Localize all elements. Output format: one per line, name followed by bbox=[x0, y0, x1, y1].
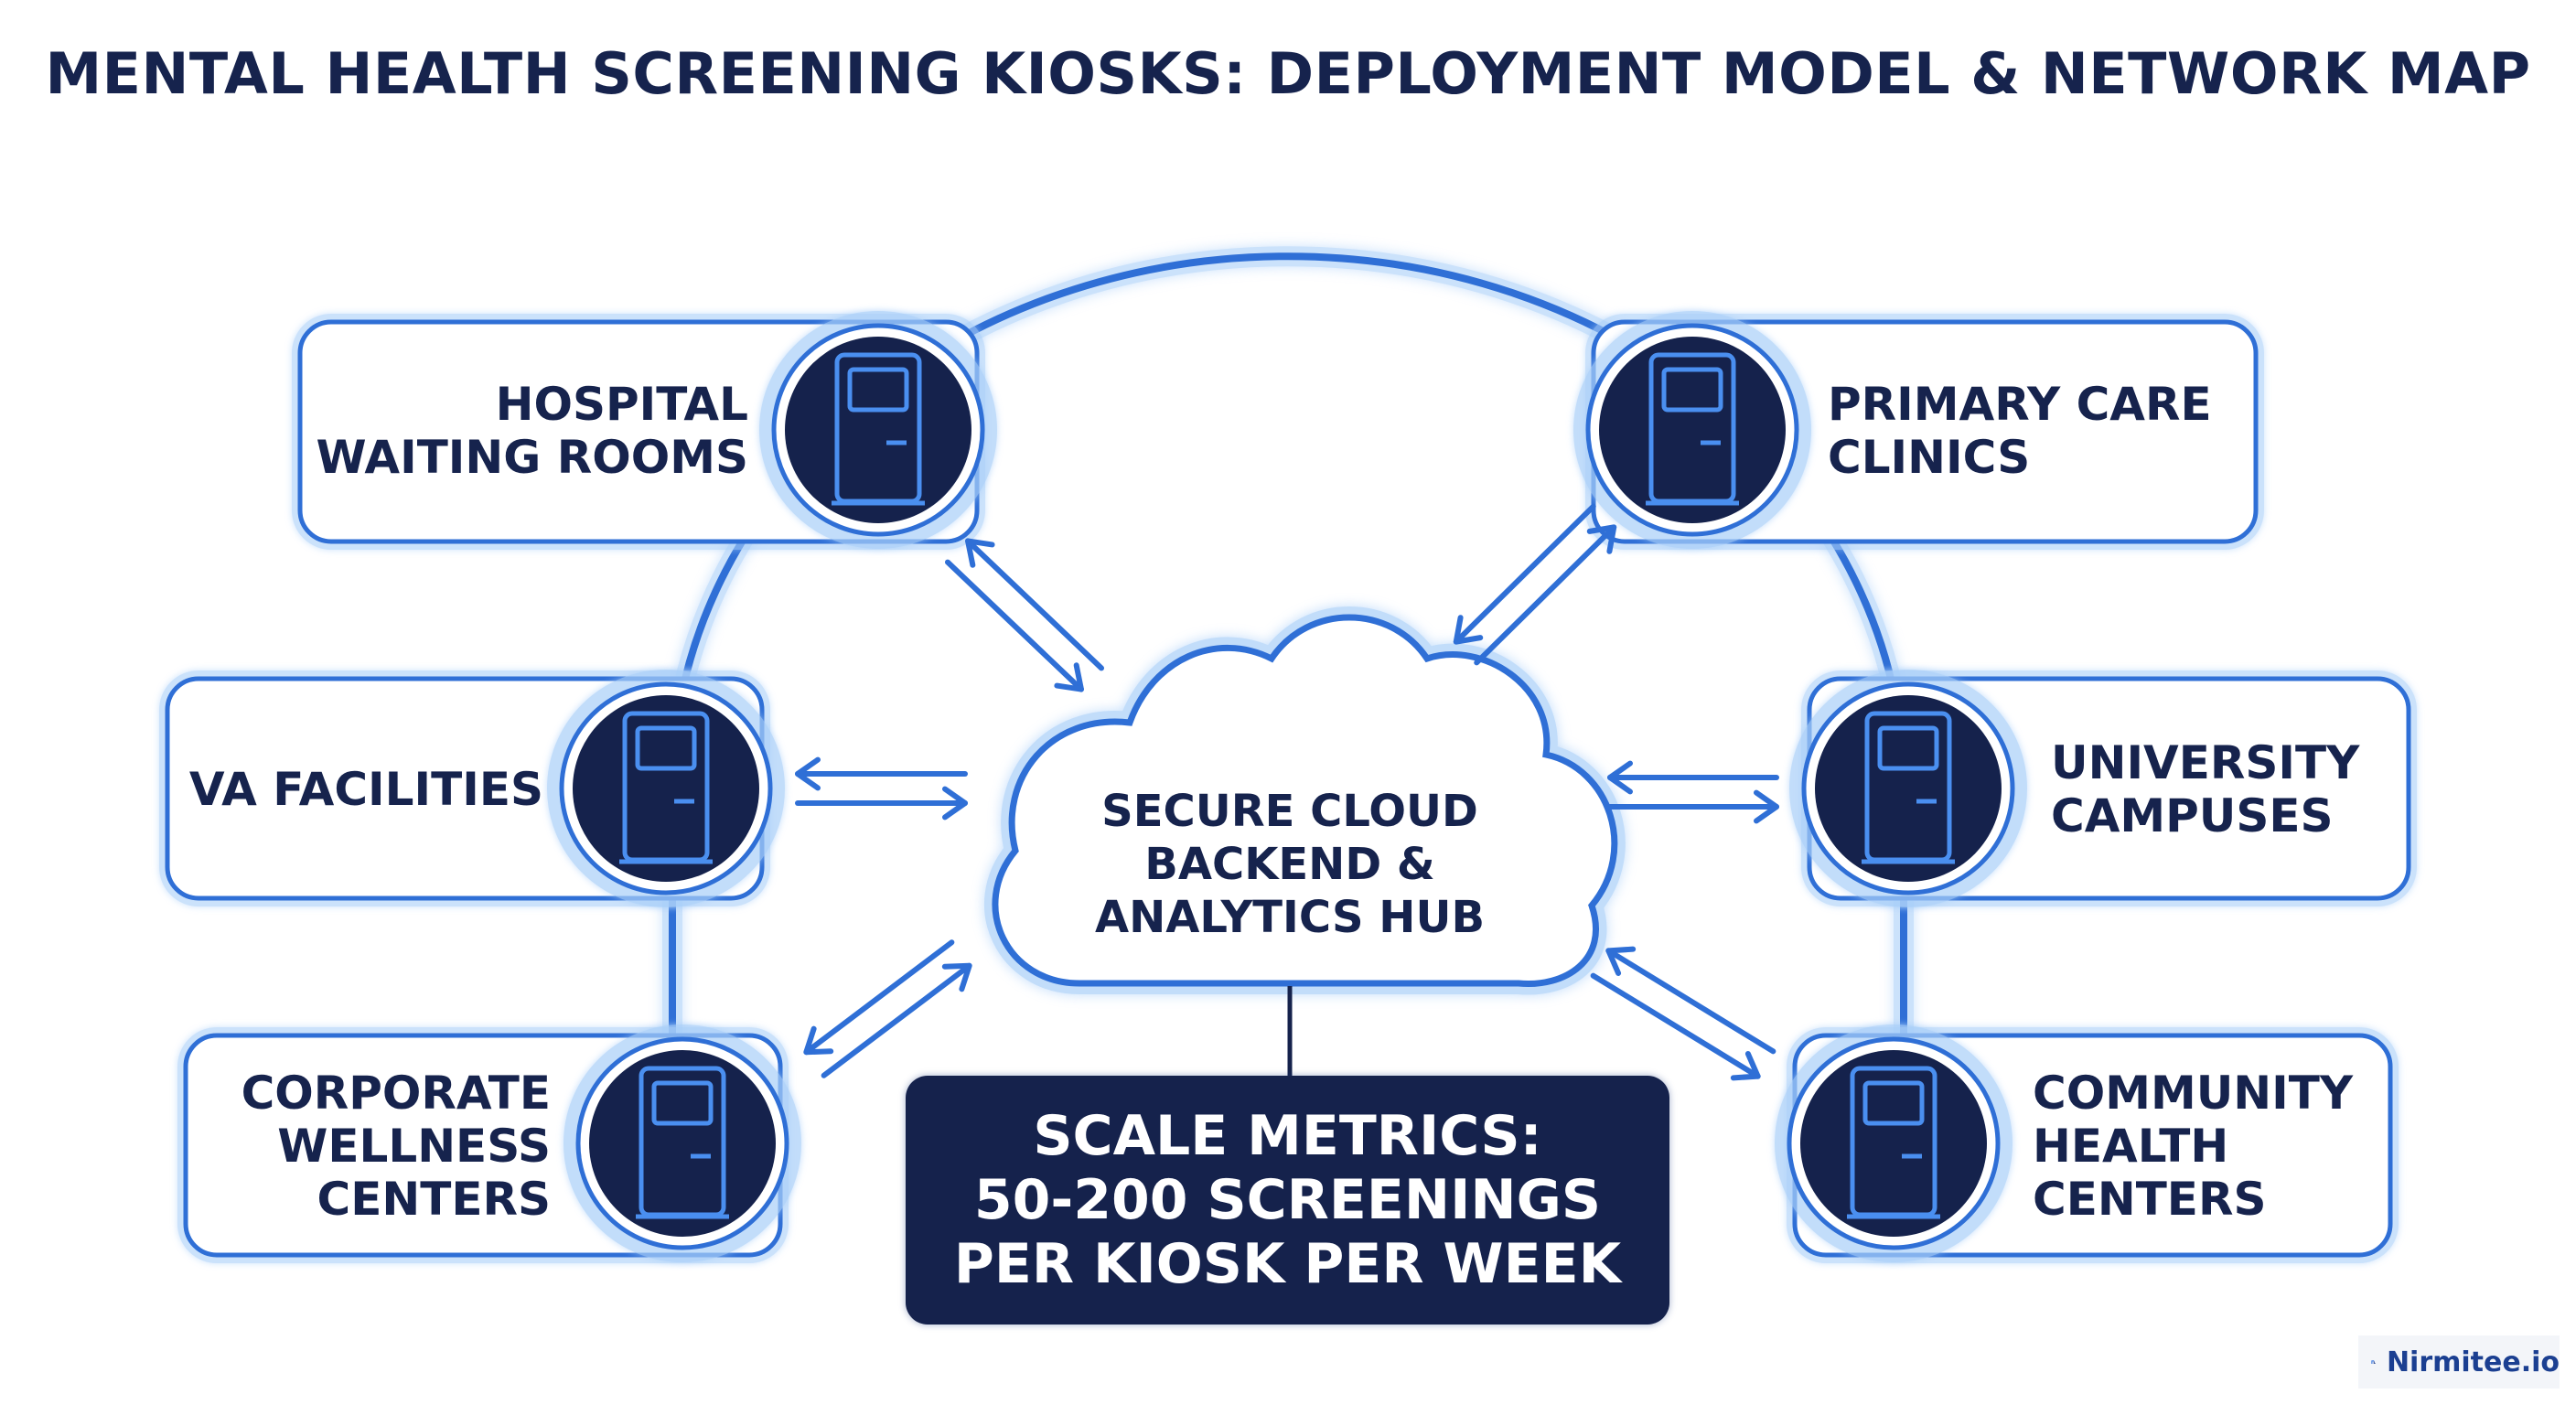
metrics-line: PER KIOSK PER WEEK bbox=[953, 1232, 1622, 1296]
kiosk-icon bbox=[1573, 311, 1811, 549]
kiosk-icon bbox=[1789, 670, 2027, 907]
kiosk-icon bbox=[1775, 1024, 2012, 1262]
kiosk-icon bbox=[564, 1024, 801, 1262]
kiosk-icon bbox=[547, 670, 785, 907]
bidirectional-arrow-icon bbox=[803, 939, 972, 1078]
bidirectional-arrow-icon bbox=[1590, 946, 1776, 1081]
kiosk-icon bbox=[759, 311, 997, 549]
brand-logo-icon bbox=[2371, 1360, 2376, 1364]
node-va-label: VA FACILITIES bbox=[188, 763, 543, 816]
bidirectional-arrow-icon bbox=[795, 756, 968, 820]
cloud-icon bbox=[983, 606, 1626, 995]
bidirectional-arrow-icon bbox=[1607, 760, 1779, 824]
brand-name: Nirmitee.io bbox=[2386, 1346, 2560, 1378]
bidirectional-arrow-icon bbox=[944, 538, 1105, 692]
scale-metrics-box: SCALE METRICS: 50-200 SCREENINGS PER KIO… bbox=[906, 1076, 1669, 1325]
brand-watermark: Nirmitee.io bbox=[2358, 1335, 2560, 1389]
metrics-line: 50-200 SCREENINGS bbox=[973, 1168, 1602, 1232]
metrics-line: SCALE METRICS: bbox=[1033, 1104, 1542, 1168]
page-title: MENTAL HEALTH SCREENING KIOSKS: DEPLOYME… bbox=[45, 40, 2531, 107]
bidirectional-arrow-icon bbox=[1453, 503, 1617, 666]
